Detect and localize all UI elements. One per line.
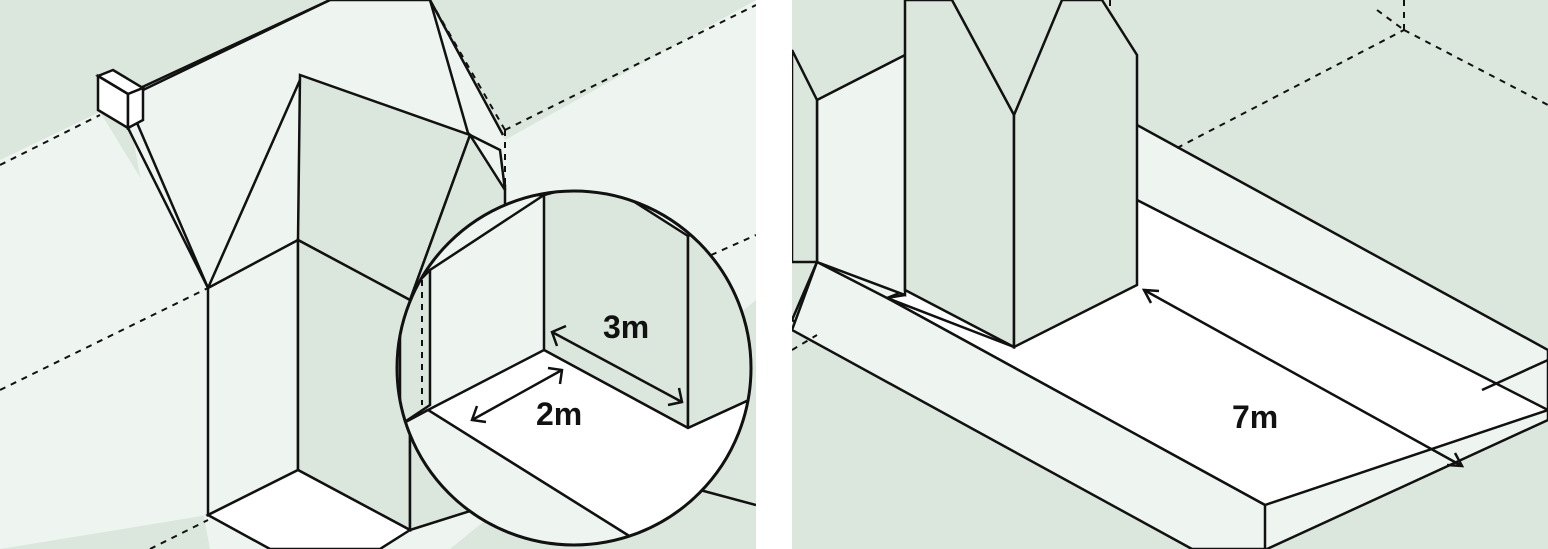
patio-paving (205, 468, 413, 549)
height-dimension-arrow (550, 324, 684, 407)
magnifier-ring (395, 189, 753, 547)
main-house-wall (206, 237, 300, 518)
right-diagram-panel: 7m (792, 0, 1548, 549)
house-base-corner (886, 293, 906, 300)
roof-return (466, 131, 507, 191)
garden-edge (699, 488, 756, 507)
neighbour-wall-edge (792, 49, 819, 264)
depth-dimension-arrow (470, 366, 564, 424)
length-dimension-arrow (1141, 288, 1465, 468)
left-diagram-panel: 3m 2m (0, 0, 756, 549)
lawn-edge (1481, 358, 1548, 392)
house-base-line (886, 296, 1015, 349)
rear-extension-drawing: 7m (792, 0, 1548, 549)
length-dimension-label: 7m (1232, 399, 1278, 435)
depth-dimension-label: 2m (536, 396, 582, 432)
height-dimension-label: 3m (603, 309, 649, 345)
house-side-extension-drawing: 3m 2m (0, 0, 756, 549)
roof-outlines (126, 0, 505, 289)
boundary-dashed-lines (792, 0, 1548, 351)
chimney (95, 68, 146, 131)
